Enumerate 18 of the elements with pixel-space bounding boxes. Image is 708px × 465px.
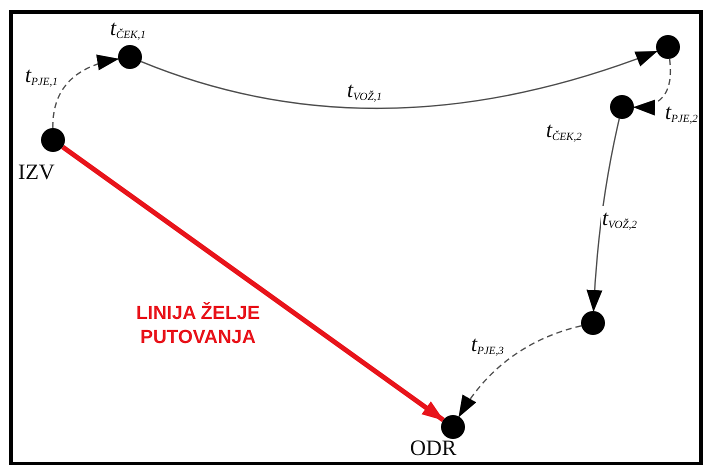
node-label: IZV	[18, 160, 55, 184]
node-circle	[610, 95, 634, 119]
node-circle	[41, 128, 65, 152]
node-circle	[441, 415, 465, 439]
arrow	[52, 55, 120, 128]
time-label: t$_{ČEK,2}$	[546, 118, 582, 144]
edge-label: LINIJA ŽELJE PUTOVANJA	[135, 302, 261, 350]
time-label: t$_{ČEK,1}$	[110, 16, 146, 42]
arrow	[633, 58, 672, 115]
arrow	[586, 118, 620, 312]
arrow	[61, 144, 445, 422]
node-circle	[581, 311, 605, 335]
node-circle	[656, 35, 680, 59]
arrow	[140, 50, 658, 109]
node-label: ODR	[410, 436, 456, 460]
edge-label: t$_{VOŽ,2}$	[601, 206, 638, 232]
node-circle	[118, 45, 142, 69]
arrow	[458, 325, 582, 418]
